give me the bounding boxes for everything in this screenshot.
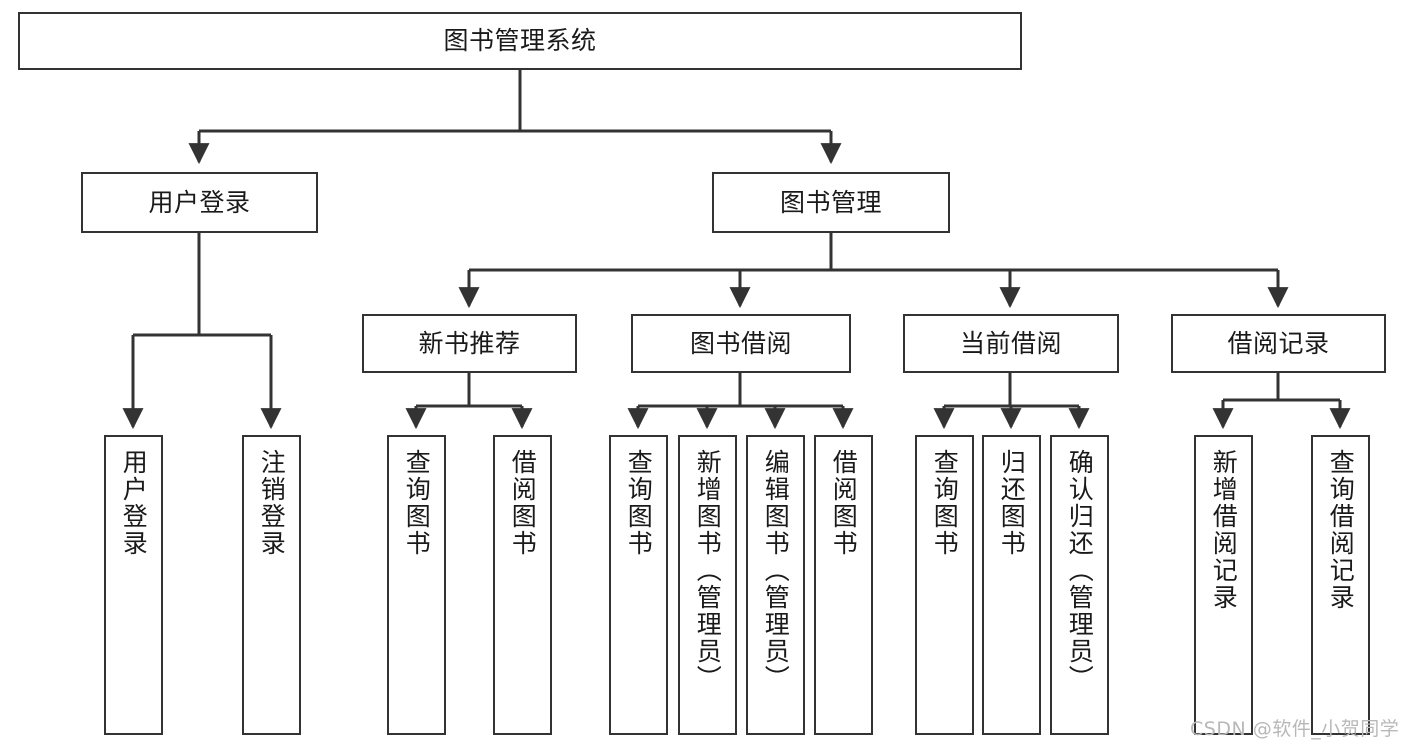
- leaf-borrow-record-add[interactable]: 新增借阅记录: [1194, 435, 1253, 735]
- node-label: 借阅图书: [829, 449, 859, 557]
- node-label: 确认归还（管理员）: [1065, 449, 1095, 692]
- leaf-book-borrow-borrow[interactable]: 借阅图书: [814, 435, 873, 735]
- leaf-user-login-signin[interactable]: 用户登录: [104, 435, 163, 735]
- leaf-new-book-borrow[interactable]: 借阅图书: [493, 435, 552, 735]
- node-label: 当前借阅: [959, 328, 1062, 358]
- leaf-borrow-record-search[interactable]: 查询借阅记录: [1311, 435, 1370, 735]
- node-root-system[interactable]: 图书管理系统: [18, 12, 1022, 70]
- node-borrow-record[interactable]: 借阅记录: [1171, 314, 1386, 373]
- node-label: 借阅图书: [508, 449, 538, 557]
- leaf-book-borrow-edit-admin[interactable]: 编辑图书（管理员）: [746, 435, 805, 735]
- node-current-borrow[interactable]: 当前借阅: [903, 314, 1119, 373]
- leaf-user-login-signout[interactable]: 注销登录: [242, 435, 301, 735]
- leaf-book-borrow-search[interactable]: 查询图书: [609, 435, 668, 735]
- node-new-book-recommend[interactable]: 新书推荐: [362, 314, 577, 373]
- leaf-book-borrow-add-admin[interactable]: 新增图书（管理员）: [678, 435, 737, 735]
- node-label: 新增借阅记录: [1209, 449, 1239, 611]
- node-label: 查询图书: [930, 449, 960, 557]
- leaf-current-borrow-confirm-admin[interactable]: 确认归还（管理员）: [1050, 435, 1109, 735]
- leaf-new-book-search[interactable]: 查询图书: [387, 435, 446, 735]
- node-label: 用户登录: [148, 187, 251, 217]
- csdn-watermark: CSDN @软件_小贺同学: [1190, 718, 1400, 740]
- node-label: 归还图书: [997, 449, 1027, 557]
- node-label: 借阅记录: [1227, 328, 1330, 358]
- node-label: 图书管理系统: [443, 26, 597, 56]
- node-label: 查询图书: [402, 449, 432, 557]
- node-label: 注销登录: [257, 449, 287, 557]
- node-label: 新增图书（管理员）: [693, 449, 723, 692]
- leaf-current-borrow-return[interactable]: 归还图书: [982, 435, 1041, 735]
- node-label: 新书推荐: [418, 328, 521, 358]
- leaf-current-borrow-search[interactable]: 查询图书: [915, 435, 974, 735]
- node-label: 图书借阅: [689, 328, 792, 358]
- node-user-login[interactable]: 用户登录: [81, 172, 318, 233]
- node-book-management[interactable]: 图书管理: [712, 172, 950, 233]
- node-book-borrow[interactable]: 图书借阅: [631, 314, 851, 373]
- node-label: 用户登录: [119, 449, 149, 557]
- node-label: 查询借阅记录: [1326, 449, 1356, 611]
- node-label: 图书管理: [779, 187, 882, 217]
- node-label: 编辑图书（管理员）: [761, 449, 791, 692]
- node-label: 查询图书: [624, 449, 654, 557]
